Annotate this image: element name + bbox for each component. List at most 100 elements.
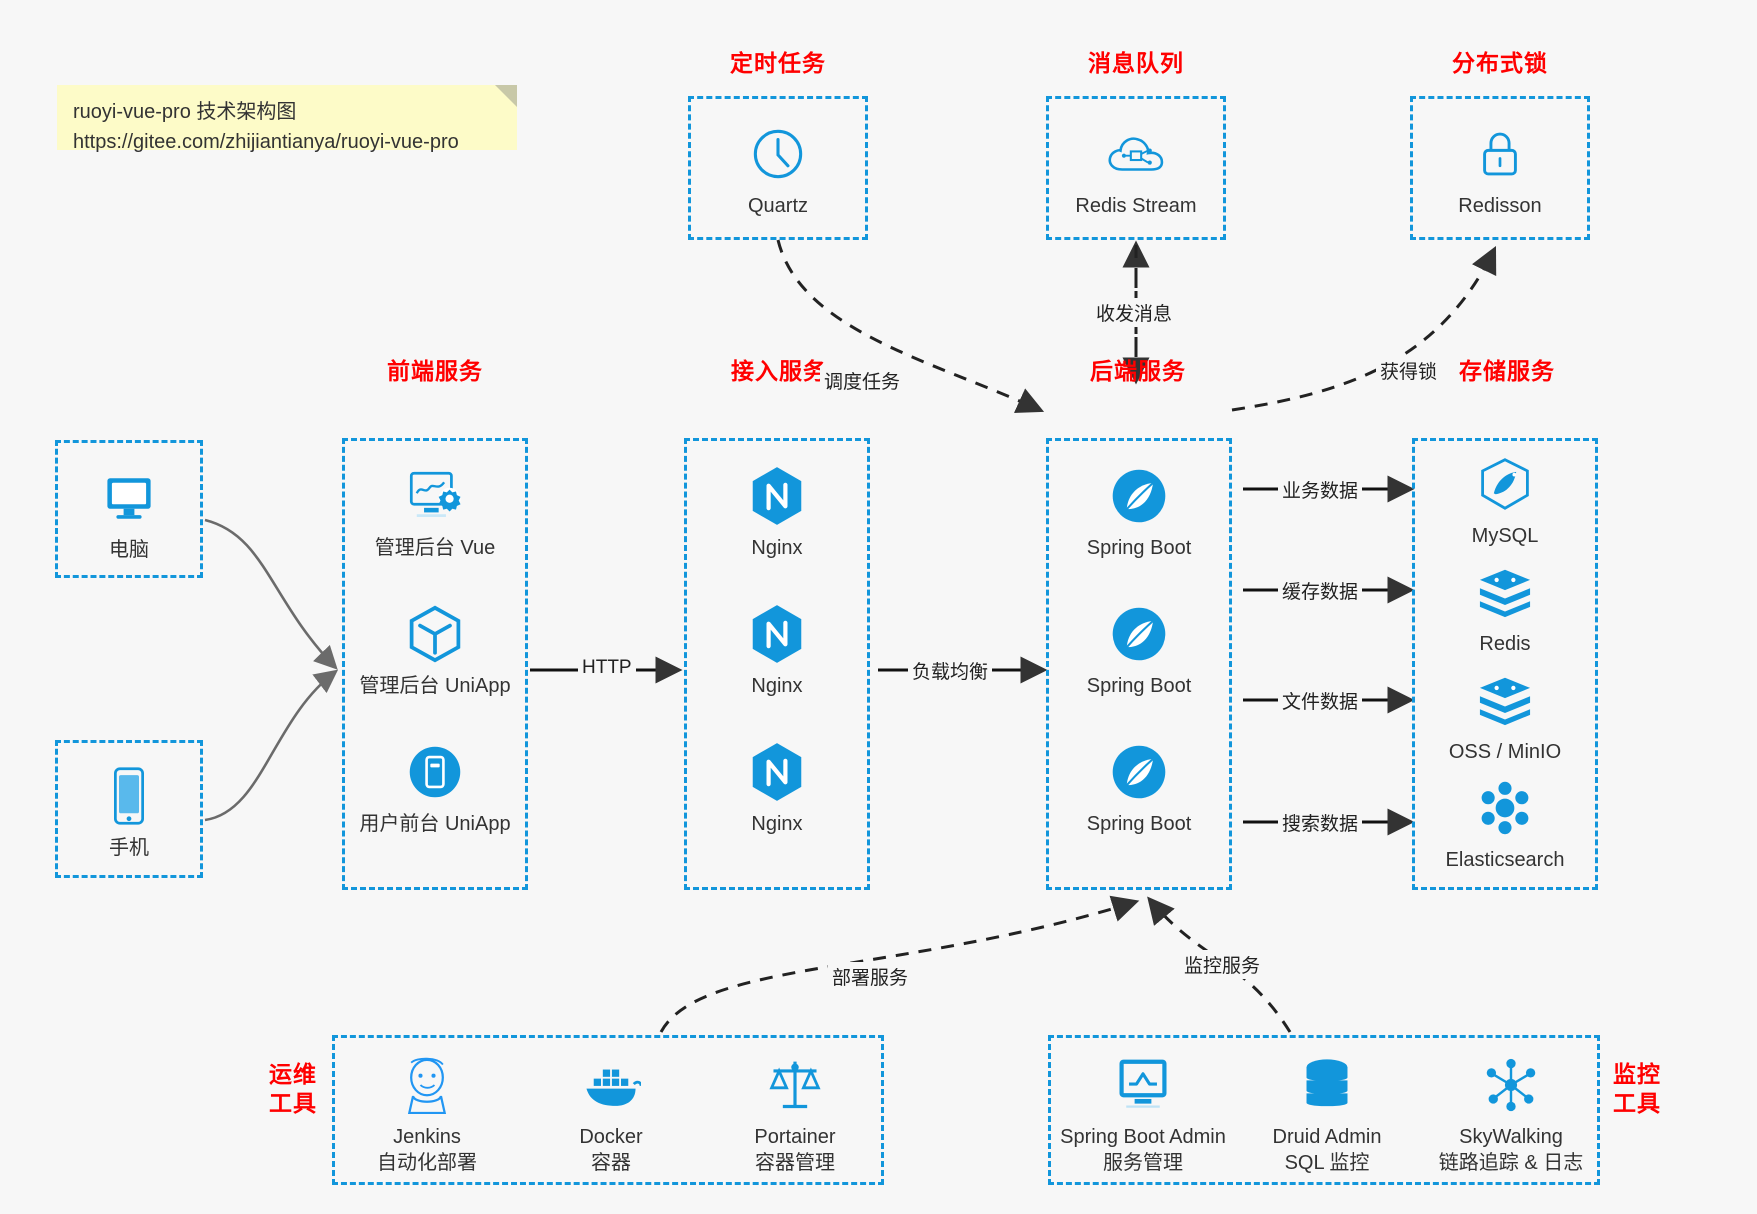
node-label: Spring Boot — [1086, 675, 1192, 697]
node-druid-admin[interactable]: Druid Admin SQL 监控 — [1235, 1052, 1419, 1176]
group-title-devops: 运维 工具 — [258, 1060, 328, 1118]
node-label: Elasticsearch — [1445, 849, 1565, 871]
node-redisson[interactable]: Redisson — [1413, 121, 1587, 219]
group-box-storage: MySQL Redis — [1412, 438, 1598, 890]
database-icon — [1235, 1052, 1419, 1118]
nginx-icon — [687, 739, 867, 805]
node-label: 用户前台 UniApp — [359, 813, 511, 835]
devops-title-line2: 工具 — [269, 1089, 317, 1116]
oss-minio-icon — [1415, 667, 1595, 733]
node-quartz[interactable]: Quartz — [691, 121, 865, 219]
portainer-icon — [703, 1052, 887, 1118]
group-box-lock: Redisson — [1410, 96, 1590, 240]
group-title-frontend: 前端服务 — [387, 358, 483, 384]
node-label: Druid Admin — [1272, 1126, 1382, 1148]
group-title-monitor: 监控 工具 — [1602, 1060, 1672, 1118]
note-line-url: https://gitee.com/zhijiantianya/ruoyi-vu… — [73, 131, 459, 153]
group-box-client-desktop: 电脑 — [55, 440, 203, 578]
node-label: Nginx — [751, 537, 803, 559]
node-admin-uniapp[interactable]: 管理后台 UniApp — [345, 601, 525, 699]
node-nginx-1[interactable]: Nginx — [687, 463, 867, 561]
mysql-icon — [1415, 451, 1595, 517]
group-box-monitor: Spring Boot Admin 服务管理 Druid Admin SQL 监… — [1048, 1035, 1600, 1185]
lock-icon — [1413, 121, 1587, 187]
edge-label-cache-data: 缓存数据 — [1278, 576, 1363, 605]
dashboard-vue-icon — [345, 463, 525, 529]
elasticsearch-icon — [1415, 775, 1595, 841]
group-title-scheduler: 定时任务 — [730, 50, 826, 76]
node-label: Redis Stream — [1075, 195, 1197, 217]
docker-icon — [519, 1052, 703, 1118]
node-redis-stream[interactable]: Redis Stream — [1049, 121, 1223, 219]
monitor-title-line1: 监控 — [1613, 1061, 1661, 1087]
redis-icon — [1415, 559, 1595, 625]
edge-label-send-receive-msg: 收发消息 — [1092, 298, 1177, 327]
node-docker[interactable]: Docker 容器 — [519, 1052, 703, 1176]
edge-label-load-balance: 负载均衡 — [908, 656, 993, 685]
edge-label-file-data: 文件数据 — [1278, 686, 1363, 715]
node-springboot-2[interactable]: Spring Boot — [1049, 601, 1229, 699]
cloud-stream-icon — [1049, 121, 1223, 187]
skywalking-icon — [1419, 1052, 1603, 1118]
node-label: Quartz — [747, 195, 809, 217]
node-springboot-3[interactable]: Spring Boot — [1049, 739, 1229, 837]
group-box-devops: Jenkins 自动化部署 Docker 容器 — [332, 1035, 884, 1185]
sticky-note: ruoyi-vue-pro 技术架构图 https://gitee.com/zh… — [57, 85, 517, 153]
spring-boot-icon — [1049, 739, 1229, 805]
node-label: Nginx — [751, 813, 803, 835]
node-springboot-1[interactable]: Spring Boot — [1049, 463, 1229, 561]
node-skywalking[interactable]: SkyWalking 链路追踪 & 日志 — [1419, 1052, 1603, 1176]
group-title-backend: 后端服务 — [1090, 358, 1186, 384]
node-nginx-3[interactable]: Nginx — [687, 739, 867, 837]
nginx-icon — [687, 463, 867, 529]
jenkins-icon — [335, 1052, 519, 1118]
node-phone[interactable]: 手机 — [58, 763, 200, 861]
cube-uniapp-icon — [345, 601, 525, 667]
edge-label-http: HTTP — [578, 656, 636, 680]
node-redis[interactable]: Redis — [1415, 559, 1595, 657]
node-desktop[interactable]: 电脑 — [58, 465, 200, 563]
node-label: 电脑 — [109, 539, 149, 561]
monitor-screen-icon — [1051, 1052, 1235, 1118]
node-label: Spring Boot — [1086, 813, 1192, 835]
group-box-frontend: 管理后台 Vue 管理后台 UniApp 用户前台 UniApp — [342, 438, 528, 890]
node-sublabel: 容器管理 — [755, 1152, 835, 1174]
node-label: Spring Boot — [1086, 537, 1192, 559]
desktop-icon — [58, 465, 200, 531]
node-admin-vue[interactable]: 管理后台 Vue — [345, 463, 525, 561]
note-line-title: ruoyi-vue-pro 技术架构图 — [73, 101, 297, 123]
edge-label-deploy-service: 部署服务 — [828, 962, 913, 991]
group-box-client-phone: 手机 — [55, 740, 203, 878]
group-box-gateway: Nginx Nginx Nginx — [684, 438, 870, 890]
spring-boot-icon — [1049, 601, 1229, 667]
node-sublabel: 链路追踪 & 日志 — [1438, 1152, 1584, 1174]
node-label: Portainer — [754, 1126, 836, 1148]
edge-label-acquire-lock: 获得锁 — [1376, 356, 1442, 385]
node-jenkins[interactable]: Jenkins 自动化部署 — [335, 1052, 519, 1176]
node-label: Jenkins — [393, 1126, 461, 1148]
node-label: MySQL — [1471, 525, 1539, 547]
group-title-mq: 消息队列 — [1088, 50, 1184, 76]
node-nginx-2[interactable]: Nginx — [687, 601, 867, 699]
node-label: 手机 — [109, 837, 149, 859]
node-label: Spring Boot Admin — [1060, 1126, 1226, 1148]
node-oss-minio[interactable]: OSS / MinIO — [1415, 667, 1595, 765]
node-label: Nginx — [751, 675, 803, 697]
edge-label-monitor-service: 监控服务 — [1180, 950, 1265, 979]
monitor-title-line2: 工具 — [1613, 1089, 1661, 1116]
node-user-uniapp[interactable]: 用户前台 UniApp — [345, 739, 525, 837]
group-title-gateway: 接入服务 — [731, 358, 827, 384]
node-elasticsearch[interactable]: Elasticsearch — [1415, 775, 1595, 873]
edge-label-schedule-task: 调度任务 — [820, 366, 905, 395]
node-spring-boot-admin[interactable]: Spring Boot Admin 服务管理 — [1051, 1052, 1235, 1176]
node-label: OSS / MinIO — [1448, 741, 1562, 763]
node-label: Docker — [579, 1126, 643, 1148]
node-mysql[interactable]: MySQL — [1415, 451, 1595, 549]
spring-boot-icon — [1049, 463, 1229, 529]
group-title-storage: 存储服务 — [1459, 358, 1555, 384]
node-portainer[interactable]: Portainer 容器管理 — [703, 1052, 887, 1176]
node-label: 管理后台 Vue — [374, 537, 496, 559]
edge-label-search-data: 搜索数据 — [1278, 808, 1363, 837]
node-label: Redis — [1479, 633, 1531, 655]
node-sublabel: 容器 — [591, 1152, 631, 1174]
